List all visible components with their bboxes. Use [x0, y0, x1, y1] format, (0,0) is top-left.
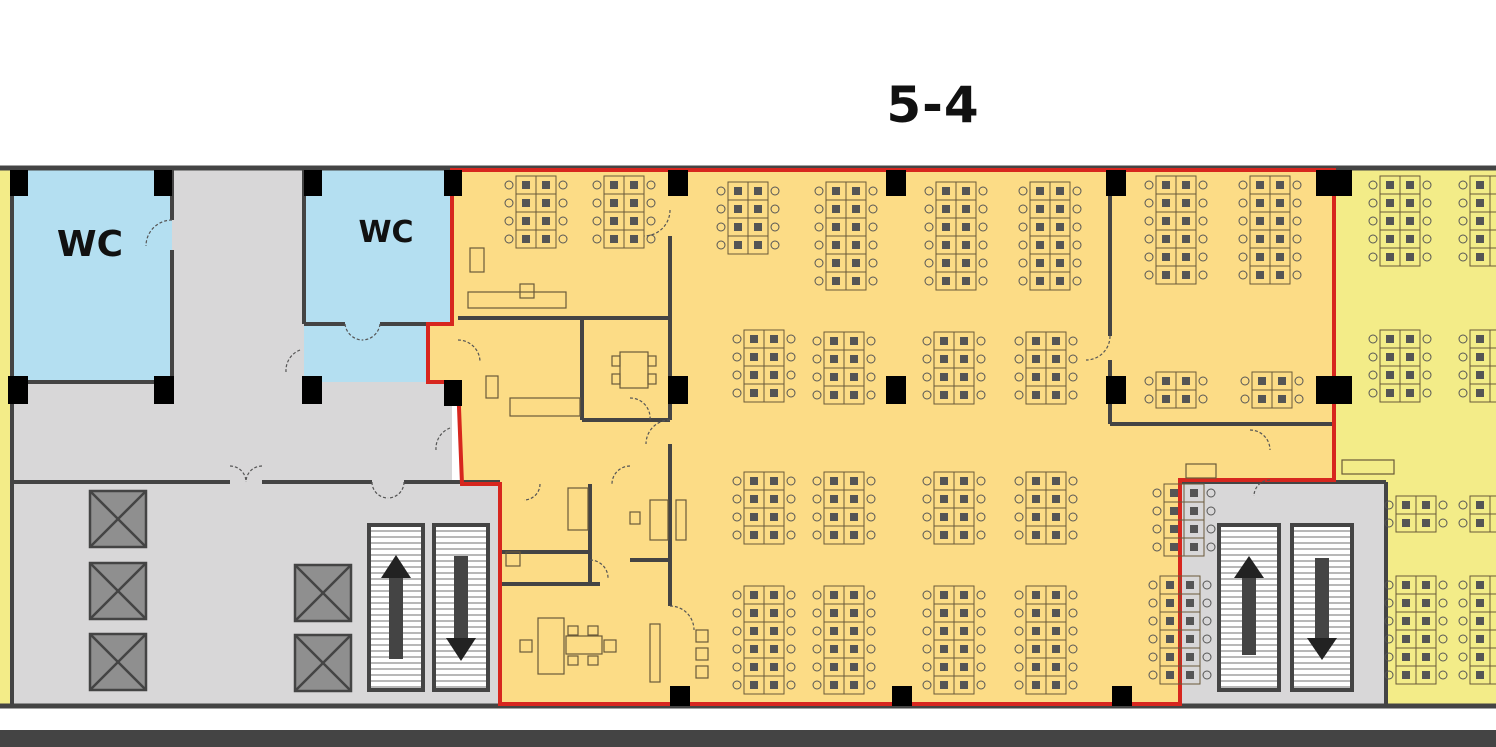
desk-cluster-icon — [1148, 575, 1212, 685]
desk-cluster-icon — [1368, 175, 1432, 267]
wc-left-label: WC — [57, 224, 123, 265]
structural-columns — [8, 170, 1352, 706]
desk-cluster-icon — [732, 329, 796, 403]
escalator-group-right — [1217, 523, 1354, 692]
desk-cluster-icon — [1144, 371, 1208, 409]
desk-cluster-icon — [814, 181, 878, 291]
desk-cluster-icon — [812, 331, 876, 405]
desk-cluster-icon — [716, 181, 780, 255]
desk-cluster-icon — [592, 175, 656, 249]
elevator-lobby-right — [1180, 480, 1386, 706]
desk-cluster-icon — [812, 471, 876, 545]
elevator-icon — [88, 489, 148, 549]
desk-cluster-icon — [1014, 471, 1078, 545]
desk-cluster-icon — [1238, 175, 1302, 285]
desk-cluster-icon — [732, 585, 796, 695]
escalator-down-icon — [432, 523, 490, 692]
desk-cluster-icon — [1152, 483, 1216, 557]
desk-cluster-icon — [1458, 575, 1496, 685]
escalator-up-icon — [1217, 523, 1281, 692]
desk-cluster-icon — [1384, 495, 1448, 533]
desk-cluster-icon — [924, 181, 988, 291]
wc-left-room — [12, 170, 172, 382]
elevator-icon — [293, 633, 353, 693]
street-band — [0, 730, 1496, 747]
desk-cluster-icon — [1240, 371, 1304, 409]
desk-cluster-icon — [1014, 585, 1078, 695]
desk-cluster-icon — [1458, 329, 1496, 403]
zone-5-4-border — [426, 168, 1336, 706]
desk-cluster-icon — [1018, 181, 1082, 291]
escalator-group-left — [367, 523, 490, 692]
left-neighbor-area — [0, 168, 12, 706]
meeting-furniture — [467, 247, 1395, 683]
door-swings — [145, 209, 1271, 631]
desk-cluster-icon — [1014, 331, 1078, 405]
elevator-group-left — [88, 489, 353, 693]
desk-cluster-icon — [732, 471, 796, 545]
desk-cluster-icon — [1144, 175, 1208, 285]
wc-right-room — [304, 170, 452, 324]
wc-right-label: WC — [358, 215, 413, 250]
escalator-up-icon — [367, 523, 425, 692]
desk-clusters — [504, 175, 1496, 695]
elevator-icon — [88, 632, 148, 692]
desk-cluster-icon — [1368, 329, 1432, 403]
wc-right-vestibule — [304, 324, 428, 382]
desk-cluster-icon — [922, 331, 986, 405]
floor-plan-title: 5-4 — [886, 76, 980, 134]
escalator-down-icon — [1290, 523, 1354, 692]
desk-cluster-icon — [1458, 175, 1496, 267]
zone-5-4-area — [428, 170, 1334, 704]
desk-cluster-icon — [504, 175, 568, 249]
desk-cluster-icon — [1384, 575, 1448, 685]
desk-cluster-icon — [922, 471, 986, 545]
elevator-icon — [88, 561, 148, 621]
desk-cluster-icon — [1458, 495, 1496, 533]
desk-cluster-icon — [812, 585, 876, 695]
elevator-icon — [293, 563, 353, 623]
desk-cluster-icon — [922, 585, 986, 695]
